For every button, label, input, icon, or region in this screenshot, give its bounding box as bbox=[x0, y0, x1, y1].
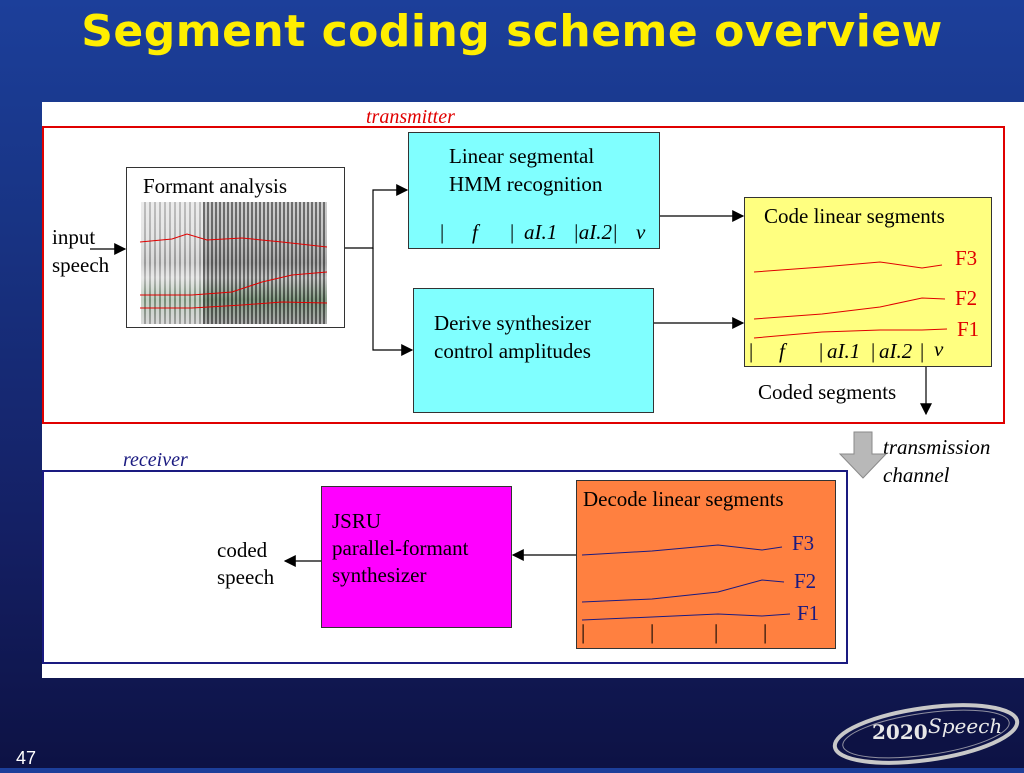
company-logo: 2020 Speech bbox=[826, 696, 1022, 768]
transmission-arrow bbox=[838, 431, 888, 479]
hmm-seg-4: |aI.2| bbox=[573, 220, 618, 244]
decode-bar-0: | bbox=[581, 620, 586, 644]
synth-title-2: parallel-formant bbox=[332, 536, 469, 560]
input-speech-label-1: input bbox=[52, 225, 96, 249]
slide-title: Segment coding scheme overview bbox=[81, 6, 943, 57]
hmm-seg-2: | bbox=[510, 220, 515, 244]
receiver-label: receiver bbox=[123, 449, 188, 471]
code-seg-4: | bbox=[871, 339, 876, 363]
coded-segments-label: Coded segments bbox=[758, 380, 897, 404]
code-seg-2: | bbox=[819, 339, 824, 363]
synth-title-3: synthesizer bbox=[332, 563, 427, 587]
formant-analysis-title: Formant analysis bbox=[143, 174, 288, 198]
logo-word: Speech bbox=[928, 714, 1003, 738]
receiver-frame bbox=[42, 470, 848, 664]
code-seg-0: | bbox=[749, 339, 754, 363]
hmm-title-1: Linear segmental bbox=[449, 144, 595, 168]
logo-swoosh-icon bbox=[832, 703, 1020, 765]
connector-layer bbox=[90, 184, 948, 621]
decode-f2-label: F2 bbox=[794, 569, 817, 593]
decode-linear-segments-box: Decode linear segments F3 F2 F1 bbox=[576, 480, 836, 649]
hmm-seg-5: v bbox=[636, 220, 646, 244]
channel-label-2: channel bbox=[883, 463, 950, 487]
hmm-recognition-box: Linear segmental HMM recognition bbox=[408, 132, 660, 249]
formant-analysis-box: Formant analysis bbox=[126, 167, 345, 328]
spectrogram-left-noise bbox=[141, 202, 203, 324]
decode-contours bbox=[581, 544, 791, 621]
code-linear-segments-box: Code linear segments F3 F2 F1 bbox=[744, 197, 992, 367]
code-seg-1: f bbox=[779, 339, 785, 363]
code-box-title: Code linear segments bbox=[764, 204, 945, 228]
derive-title-1: Derive synthesizer bbox=[434, 311, 591, 335]
decode-bar-1: | bbox=[650, 620, 655, 644]
code-f1-label: F1 bbox=[957, 317, 980, 341]
branch-line-lower bbox=[372, 248, 414, 356]
synth-title-1: JSRU bbox=[332, 509, 382, 533]
decode-box-title: Decode linear segments bbox=[583, 487, 784, 511]
decode-f3-label: F3 bbox=[792, 531, 815, 555]
derive-amplitudes-box: Derive synthesizer control amplitudes bbox=[413, 288, 654, 413]
coded-speech-label-2: speech bbox=[217, 565, 275, 589]
derive-title-2: control amplitudes bbox=[434, 339, 591, 363]
coded-speech-label-1: coded bbox=[217, 538, 268, 562]
decode-f1-label: F1 bbox=[797, 601, 820, 625]
jsru-synthesizer-box: JSRU parallel-formant synthesizer bbox=[321, 486, 512, 628]
code-seg-5: aI.2 bbox=[879, 339, 913, 363]
code-seg-3: aI.1 bbox=[827, 339, 861, 363]
hmm-title-2: HMM recognition bbox=[449, 172, 603, 196]
code-seg-7: v bbox=[934, 337, 944, 361]
hmm-seg-1: f bbox=[472, 220, 478, 244]
logo-number: 2020 bbox=[872, 720, 928, 744]
channel-label-1: transmission bbox=[883, 435, 991, 459]
code-f3-label: F3 bbox=[955, 246, 978, 270]
page-number: 47 bbox=[16, 748, 37, 768]
branch-line bbox=[345, 184, 409, 249]
transmitter-frame bbox=[42, 126, 1005, 424]
decode-bar-3: | bbox=[763, 620, 768, 644]
input-speech-label-2: speech bbox=[52, 253, 110, 277]
hmm-seg-3: aI.1 bbox=[524, 220, 558, 244]
spectrogram-tracks bbox=[139, 233, 328, 309]
code-f2-label: F2 bbox=[955, 286, 978, 310]
diagram-canvas: transmitter input speech Formant analysi… bbox=[42, 102, 1024, 678]
code-contours bbox=[753, 261, 948, 339]
decode-bar-2: | bbox=[714, 620, 719, 644]
transmitter-label: transmitter bbox=[366, 106, 455, 128]
code-seg-6: | bbox=[920, 339, 925, 363]
hmm-seg-0: | bbox=[440, 220, 445, 244]
